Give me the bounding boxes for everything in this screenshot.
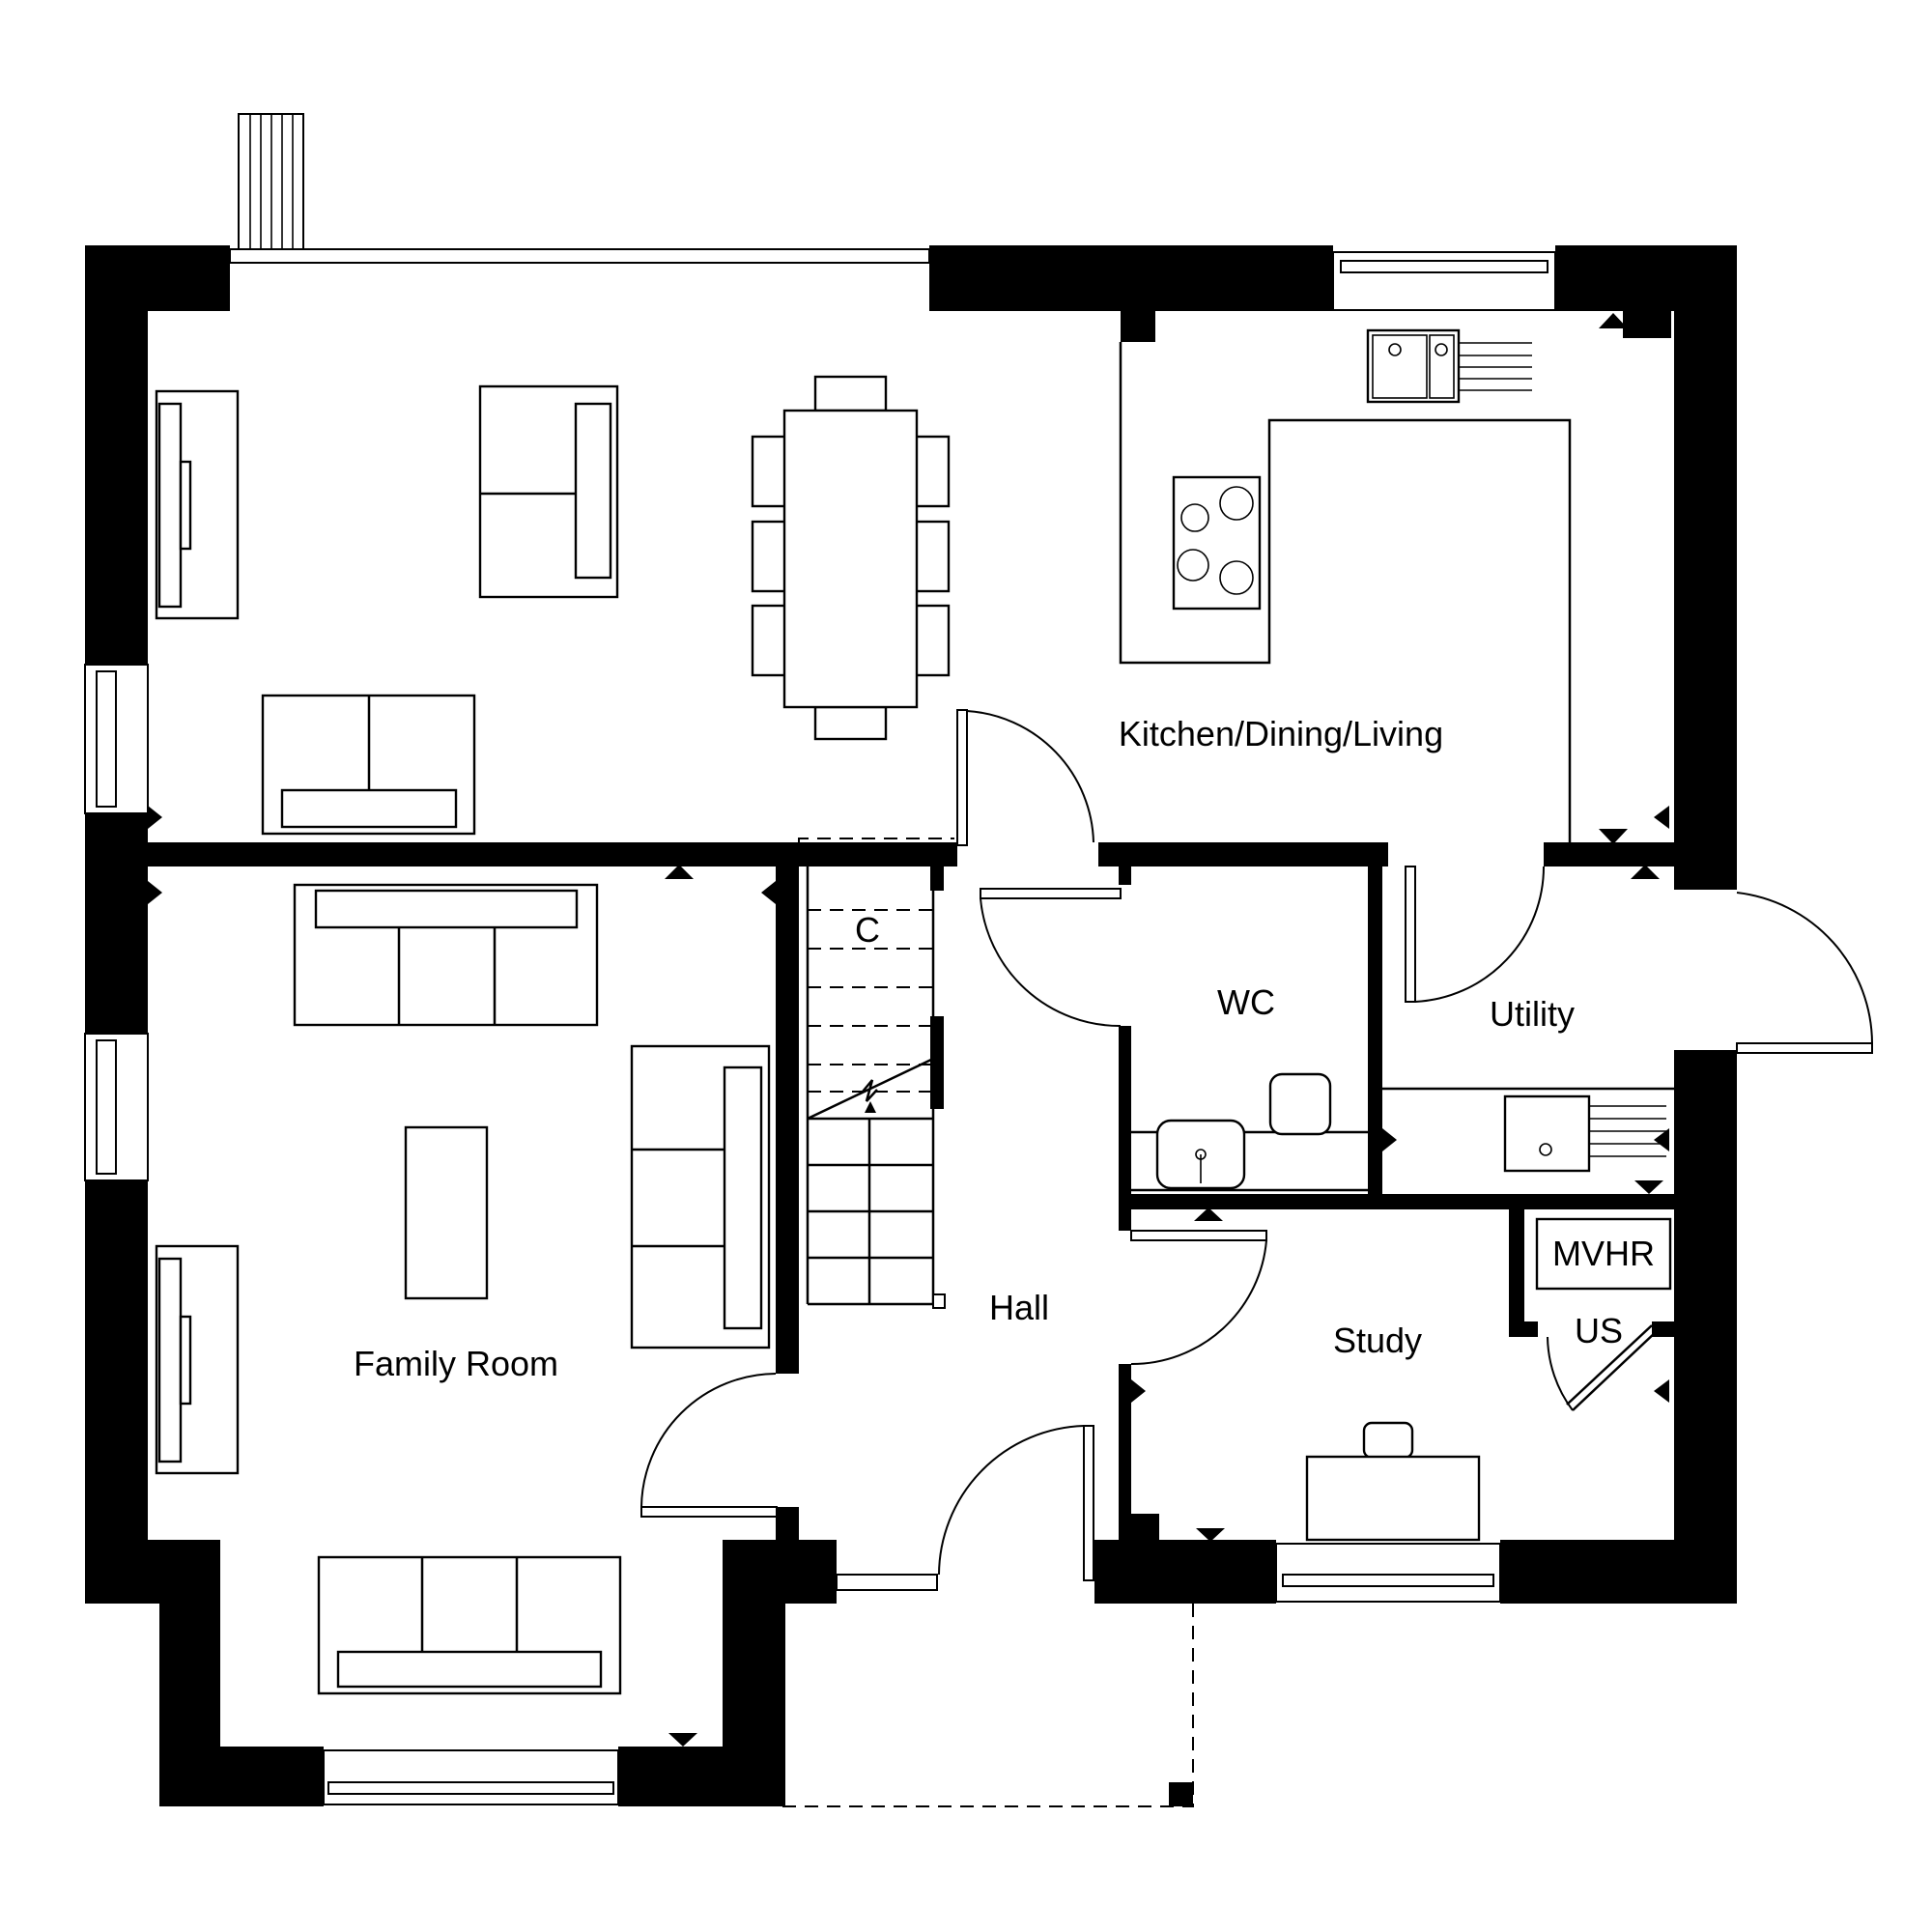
doors [640,709,1873,1581]
coffee-table-icon [404,1125,489,1300]
external-walls [85,245,1737,1806]
staircase [806,867,946,1309]
sofa-icon [261,694,476,836]
tv-unit-icon [155,389,240,620]
label-hall: Hall [989,1288,1049,1327]
label-mvhr: MVHR [1552,1234,1655,1273]
socket-markers [148,313,1669,1747]
study-fittings [1305,1217,1672,1542]
living-furniture [155,375,951,836]
mvhr-unit [1535,1217,1672,1291]
family-furniture [155,883,771,1695]
windows [84,113,1556,1805]
tv-unit-icon [155,1244,240,1475]
utility-sink-icon [1503,1094,1591,1173]
dashed-outlines [782,838,1194,1807]
label-us: US [1575,1311,1623,1350]
armchair-icon [478,384,619,599]
label-family-room: Family Room [354,1344,558,1383]
wc-fittings [1131,1072,1368,1192]
label-study: Study [1333,1321,1422,1360]
sofa-icon [630,1044,771,1350]
hob-icon [1172,475,1262,611]
internal-walls [148,842,1674,1540]
desk-icon [1305,1421,1481,1542]
sofa-icon [293,883,599,1027]
dining-table-icon [751,375,951,741]
sofa-icon [317,1555,622,1695]
kitchen-sink-icon [1366,328,1461,404]
label-kitchen: Kitchen/Dining/Living [1119,714,1443,753]
toilet-icon [1268,1072,1332,1136]
label-cupboard: C [855,910,880,950]
label-utility: Utility [1490,994,1575,1034]
utility-fittings [1382,1087,1674,1173]
kitchen-fittings [1119,328,1572,842]
room-labels: Kitchen/Dining/Living Family Room WC Uti… [354,714,1655,1383]
label-wc: WC [1217,982,1275,1022]
